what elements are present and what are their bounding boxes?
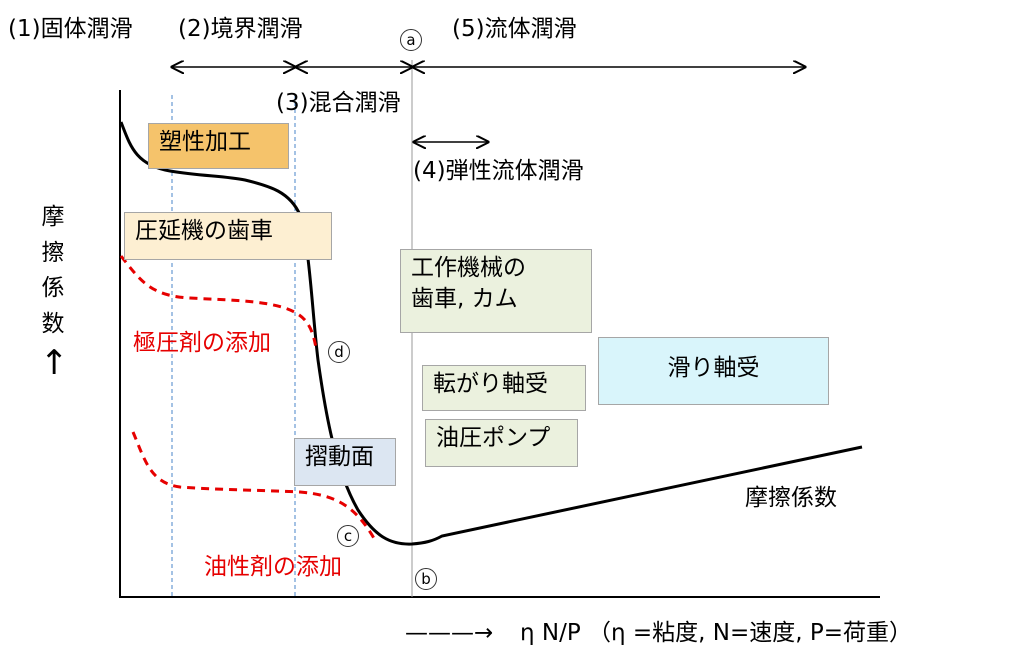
marker-d: d bbox=[328, 341, 350, 363]
y-axis-char: 擦 bbox=[41, 239, 65, 266]
app-plastic-working: 塑性加工 bbox=[148, 123, 289, 169]
y-axis-label: 摩 擦 係 数 ↑ bbox=[40, 200, 69, 383]
regime-boundary-label: (2)境界潤滑 bbox=[178, 16, 303, 42]
marker-c: c bbox=[337, 525, 359, 547]
y-axis-char: 摩 bbox=[41, 204, 65, 230]
y-axis-char: 数 bbox=[41, 310, 65, 337]
regime-ehl-label: (4)弾性流体潤滑 bbox=[413, 158, 584, 184]
app-hydraulic-pump: 油圧ポンプ bbox=[425, 419, 578, 467]
app-rolling-bearing: 転がり軸受 bbox=[422, 365, 586, 411]
regime-solid-label: (1)固体潤滑 bbox=[8, 16, 133, 42]
app-machine-tool-gear-cam: 工作機械の 歯車, カム bbox=[400, 249, 592, 333]
oily-additive-curve bbox=[131, 431, 377, 541]
ep-additive-label: 極圧剤の添加 bbox=[133, 330, 271, 356]
marker-b: b bbox=[415, 568, 437, 590]
ep-additive-curve bbox=[119, 255, 318, 349]
friction-curve-label: 摩擦係数 bbox=[745, 485, 837, 511]
y-axis-char: 係 bbox=[41, 275, 65, 302]
friction-curve bbox=[119, 121, 863, 546]
y-axis-arrow: ↑ bbox=[40, 342, 69, 383]
app-rolling-mill-gear: 圧延機の歯車 bbox=[124, 212, 332, 260]
x-axis-arrow: ———→ bbox=[405, 620, 494, 646]
marker-a: a bbox=[400, 29, 422, 51]
oily-additive-label: 油性剤の添加 bbox=[204, 554, 342, 580]
regime-fluid-label: (5)流体潤滑 bbox=[452, 16, 577, 42]
regime-mixed-label: (3)混合潤滑 bbox=[276, 90, 401, 116]
x-axis-label: η N/P （η =粘度, N=速度, P=荷重） bbox=[520, 620, 913, 646]
app-sliding-surface: 摺動面 bbox=[294, 438, 396, 486]
app-plain-bearing: 滑り軸受 bbox=[598, 337, 829, 405]
